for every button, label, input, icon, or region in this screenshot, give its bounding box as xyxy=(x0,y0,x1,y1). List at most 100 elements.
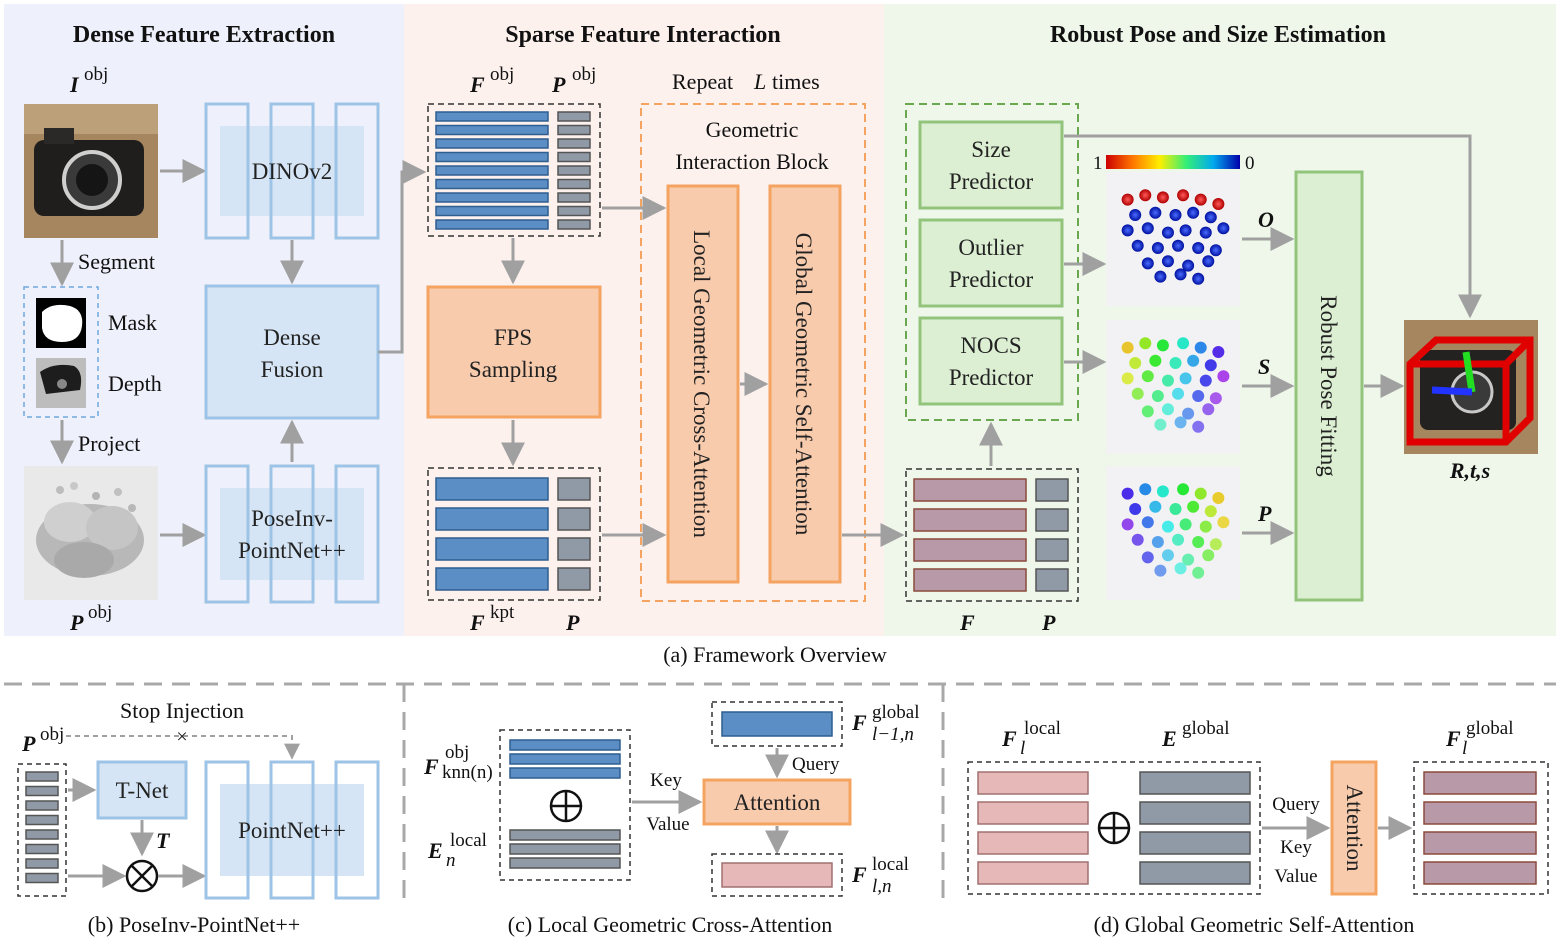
dense-header: Dense Feature Extraction xyxy=(73,22,335,48)
point xyxy=(1121,372,1134,385)
point xyxy=(1192,242,1205,254)
point xyxy=(1139,337,1152,350)
point xyxy=(1141,405,1154,418)
matmul-icon xyxy=(125,859,159,893)
point xyxy=(1172,533,1185,546)
point xyxy=(1149,354,1162,367)
svg-text:I: I xyxy=(69,72,80,97)
c-local-out-features xyxy=(711,853,843,897)
point xyxy=(1174,562,1187,575)
svg-text:Dense: Dense xyxy=(263,325,320,350)
svg-text:obj: obj xyxy=(40,724,64,745)
svg-text:DINOv2: DINOv2 xyxy=(252,159,333,184)
point xyxy=(1121,341,1134,354)
p-obj-label: P obj xyxy=(551,64,596,97)
camera-image xyxy=(24,104,158,238)
point xyxy=(1174,268,1187,281)
svg-text:FPS: FPS xyxy=(494,325,532,350)
point xyxy=(1121,224,1134,237)
poseinv-pointnet-module: PoseInv- PointNet++ xyxy=(204,464,380,604)
point xyxy=(1217,370,1230,383)
feature-bar xyxy=(509,767,621,779)
feature-bar xyxy=(435,138,549,149)
point-bar xyxy=(557,151,591,163)
svg-text:P: P xyxy=(21,731,36,756)
svg-text:times: times xyxy=(772,69,820,94)
point-bar xyxy=(25,858,59,869)
feature-bar xyxy=(1423,771,1537,795)
f-kpt-label: F kpt xyxy=(469,602,515,635)
svg-text:E: E xyxy=(427,838,443,863)
svg-text:F: F xyxy=(851,862,867,887)
local-cross-attention-module: Local Geometric Cross-Attention xyxy=(666,184,740,584)
point xyxy=(1156,485,1169,498)
point xyxy=(1217,222,1230,235)
pointnet-module: PointNet++ xyxy=(204,760,380,900)
point xyxy=(1141,370,1154,383)
point-bar xyxy=(557,124,591,136)
point xyxy=(1212,346,1225,358)
nocs-point-image xyxy=(1106,320,1240,454)
point-bar xyxy=(25,843,59,855)
feature-bar xyxy=(977,801,1089,825)
svg-text:n: n xyxy=(446,850,456,871)
point xyxy=(1169,503,1182,515)
svg-text:obj: obj xyxy=(445,742,469,763)
point xyxy=(1141,516,1154,529)
d-output-features xyxy=(1413,761,1549,895)
f-obj-label: F obj xyxy=(469,64,514,97)
segment-label: Segment xyxy=(78,249,155,274)
svg-text:kpt: kpt xyxy=(490,602,515,623)
rts-label: R,t,s xyxy=(1449,458,1490,483)
pose-result-image xyxy=(1404,320,1538,454)
svg-text:l−1,n: l−1,n xyxy=(872,724,914,745)
point-bar xyxy=(25,829,59,840)
feature-bar xyxy=(435,567,549,591)
feature-bar xyxy=(435,124,549,136)
s-label: S xyxy=(1258,354,1270,379)
point xyxy=(1179,224,1192,237)
dense-fusion-module: Dense Fusion xyxy=(204,284,380,420)
point-bar xyxy=(1139,861,1251,885)
point-bar xyxy=(557,219,591,230)
caption-c: (c) Local Geometric Cross-Attention xyxy=(508,912,832,937)
point-bar xyxy=(25,771,59,782)
robust-pose-fitting-module: Robust Pose Fitting xyxy=(1294,170,1364,602)
color-scale: 1 0 xyxy=(1093,153,1255,174)
point xyxy=(1121,518,1134,531)
repeat-label: Repeat L times xyxy=(672,69,820,94)
point xyxy=(1156,191,1169,204)
point xyxy=(1139,189,1152,202)
svg-text:T-Net: T-Net xyxy=(116,778,169,803)
svg-text:F: F xyxy=(851,710,867,735)
point xyxy=(1194,193,1207,206)
point xyxy=(1169,209,1182,221)
d-f-local-label: F local l xyxy=(1001,718,1061,759)
point xyxy=(1192,390,1205,402)
sparse-header: Sparse Feature Interaction xyxy=(505,22,781,48)
c-key-label: Key xyxy=(650,770,682,791)
point xyxy=(1172,239,1185,252)
svg-text:local: local xyxy=(872,854,909,875)
point xyxy=(1204,359,1217,372)
point xyxy=(1212,198,1225,210)
svg-text:knn(n): knn(n) xyxy=(442,762,493,783)
f-out-features xyxy=(905,468,1079,602)
point-bar xyxy=(1035,538,1069,562)
d-query-label: Query xyxy=(1272,794,1320,815)
point xyxy=(1179,372,1192,385)
feature-bar xyxy=(435,151,549,163)
svg-text:global: global xyxy=(1182,718,1230,739)
c-f-knn-label: F obj knn(n) xyxy=(423,742,493,783)
caption-d: (d) Global Geometric Self-Attention xyxy=(1094,912,1415,937)
point xyxy=(1182,553,1195,566)
point xyxy=(1217,516,1230,529)
point xyxy=(1192,272,1205,285)
feature-bar xyxy=(435,507,549,531)
fps-sampling-module: FPS Sampling xyxy=(426,285,602,419)
svg-text:PoseInv-: PoseInv- xyxy=(251,506,333,531)
point xyxy=(1161,255,1174,268)
b-p-obj-label: P obj xyxy=(21,724,64,756)
point xyxy=(1177,189,1190,202)
point-bar xyxy=(25,872,59,884)
